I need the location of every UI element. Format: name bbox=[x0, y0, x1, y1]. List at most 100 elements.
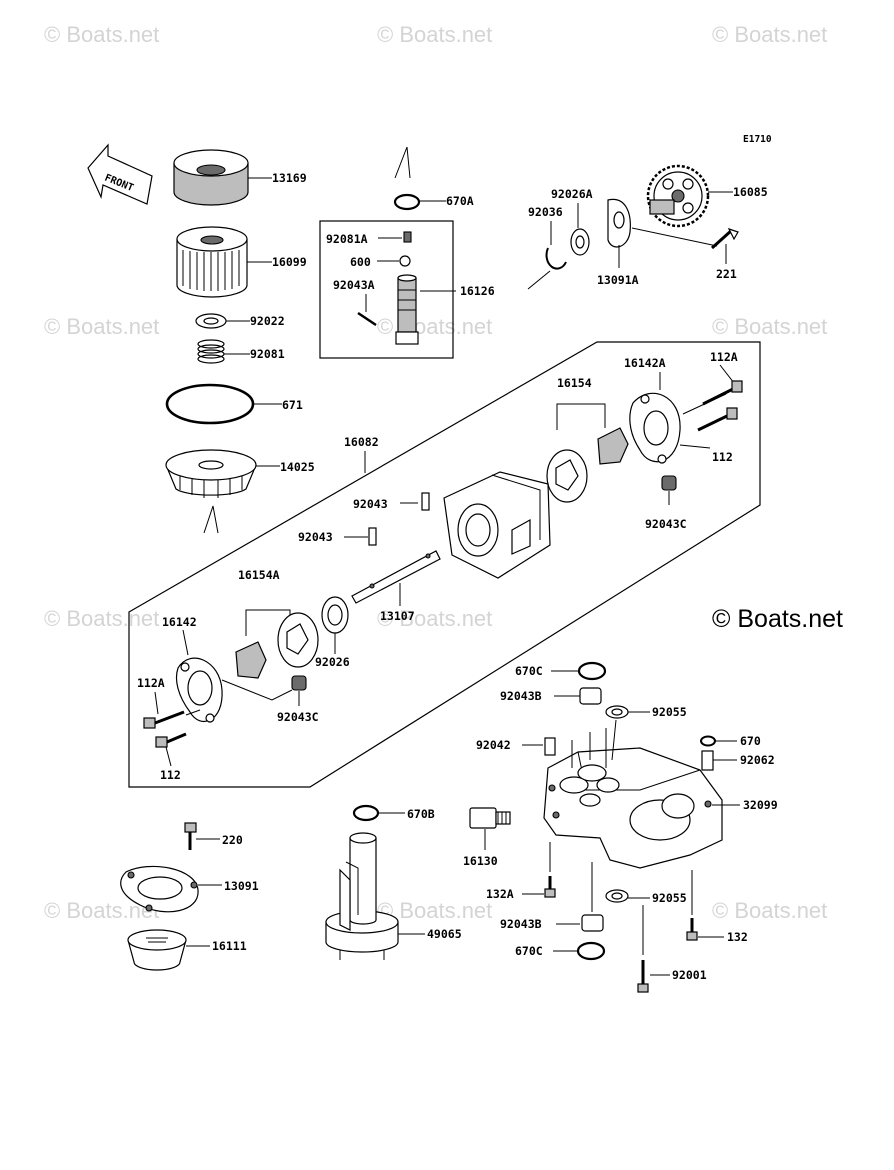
bolt-92001 bbox=[637, 960, 649, 993]
filter-plate-14025 bbox=[165, 449, 257, 498]
watermark: © Boats.net bbox=[712, 898, 828, 923]
label-92043b-bot: 92043B bbox=[500, 917, 542, 931]
label-600: 600 bbox=[350, 255, 371, 269]
label-132a: 132A bbox=[486, 887, 514, 901]
label-16154: 16154 bbox=[557, 376, 592, 390]
label-92043-a: 92043 bbox=[353, 497, 388, 511]
label-92055-bot: 92055 bbox=[652, 891, 687, 905]
relief-valve-16126 bbox=[395, 274, 419, 345]
pin-92043-b bbox=[368, 527, 377, 546]
label-92043a: 92043A bbox=[333, 278, 375, 292]
label-16142: 16142 bbox=[162, 615, 197, 629]
pin-92043-a bbox=[421, 492, 430, 511]
label-92062: 92062 bbox=[740, 753, 775, 767]
label-670b: 670B bbox=[407, 807, 435, 821]
bolt-132a bbox=[544, 876, 556, 898]
bolt-221 bbox=[710, 227, 739, 250]
pin-92043a bbox=[357, 311, 377, 327]
bolt-112-top bbox=[697, 407, 738, 432]
pump-housing-32099 bbox=[543, 747, 723, 869]
label-92043c-bot: 92043C bbox=[277, 710, 319, 724]
pump-body bbox=[443, 471, 551, 579]
label-112a-top: 112A bbox=[710, 350, 738, 364]
label-13091: 13091 bbox=[224, 879, 259, 893]
o-ring-671 bbox=[165, 383, 255, 425]
pin-92042 bbox=[544, 737, 556, 756]
o-ring-670b bbox=[352, 804, 380, 822]
watermark: © Boats.net bbox=[712, 22, 828, 47]
o-ring-670c-bot bbox=[576, 941, 606, 961]
outer-rotor-16154 bbox=[546, 449, 588, 503]
label-671: 671 bbox=[282, 398, 303, 412]
oil-filter-16099 bbox=[176, 226, 248, 298]
label-670: 670 bbox=[740, 734, 761, 748]
label-92081a: 92081A bbox=[326, 232, 368, 246]
inner-rotor-16154 bbox=[597, 427, 629, 465]
circlip-92036 bbox=[545, 247, 567, 270]
label-32099: 32099 bbox=[743, 798, 778, 812]
label-112-top: 112 bbox=[712, 450, 733, 464]
label-14025: 14025 bbox=[280, 460, 315, 474]
label-13091a: 13091A bbox=[597, 273, 639, 287]
label-112-bot: 112 bbox=[160, 768, 181, 782]
label-670c-top: 670C bbox=[515, 664, 543, 678]
front-arrow-icon: FRONT bbox=[87, 143, 153, 205]
label-16111: 16111 bbox=[212, 939, 247, 953]
oil-strainer-49065 bbox=[325, 832, 399, 960]
sensor-16130 bbox=[469, 807, 511, 829]
spring-92081 bbox=[197, 339, 225, 364]
bolt-112a-top bbox=[702, 380, 743, 406]
washer-92055-bot bbox=[605, 889, 629, 903]
bolt-112a-bot bbox=[143, 710, 185, 729]
pump-cover-16142 bbox=[175, 657, 223, 723]
watermark: © Boats.net bbox=[44, 314, 160, 339]
washer-92026 bbox=[321, 596, 349, 634]
label-92022: 92022 bbox=[250, 314, 285, 328]
label-92026: 92026 bbox=[315, 655, 350, 669]
plate-13091a bbox=[607, 198, 631, 248]
label-92043b-top: 92043B bbox=[500, 689, 542, 703]
bolt-132 bbox=[686, 918, 698, 941]
label-221: 221 bbox=[716, 267, 737, 281]
washer-92055-top bbox=[605, 705, 629, 719]
label-16126: 16126 bbox=[460, 284, 495, 298]
screen-16111 bbox=[127, 929, 187, 971]
washer-92026a bbox=[570, 228, 590, 256]
watermark: © Boats.net bbox=[377, 22, 493, 47]
pin-92062 bbox=[701, 750, 714, 771]
label-112a-bot: 112A bbox=[137, 676, 165, 690]
brand-mark: © Boats.net bbox=[712, 605, 843, 633]
oil-pump-assembly-box bbox=[128, 341, 761, 788]
label-92043-b: 92043 bbox=[298, 530, 333, 544]
o-ring-670a bbox=[393, 193, 421, 211]
label-16142a: 16142A bbox=[624, 356, 666, 370]
label-92026a: 92026A bbox=[551, 187, 593, 201]
o-ring-670 bbox=[700, 735, 716, 747]
label-220: 220 bbox=[222, 833, 243, 847]
watermark: © Boats.net bbox=[44, 606, 160, 631]
shaft-13107 bbox=[351, 550, 441, 604]
collar-92043b-top bbox=[579, 687, 602, 705]
label-670c-bot: 670C bbox=[515, 944, 543, 958]
o-ring-670c-top bbox=[577, 661, 607, 681]
label-92036: 92036 bbox=[528, 205, 563, 219]
relief-valve-box bbox=[319, 220, 454, 359]
spring-92081a bbox=[403, 231, 412, 243]
dowel-92043c-bot bbox=[291, 675, 307, 691]
watermark: © Boats.net bbox=[712, 314, 828, 339]
outer-rotor-16154a bbox=[277, 612, 319, 668]
watermark: © Boats.net bbox=[377, 606, 493, 631]
label-92081: 92081 bbox=[250, 347, 285, 361]
label-670a: 670A bbox=[446, 194, 474, 208]
label-16082: 16082 bbox=[344, 435, 379, 449]
collar-92043b-bot bbox=[581, 914, 604, 932]
bolt-220 bbox=[184, 822, 197, 850]
pump-gear-16085 bbox=[646, 164, 710, 228]
label-92001: 92001 bbox=[672, 968, 707, 982]
oil-filter-cover-13169 bbox=[173, 149, 249, 206]
label-16154a: 16154A bbox=[238, 568, 280, 582]
label-132: 132 bbox=[727, 930, 748, 944]
ball-600 bbox=[399, 255, 411, 267]
dowel-92043c-top bbox=[661, 475, 677, 491]
cover-plate-13091 bbox=[120, 865, 199, 913]
